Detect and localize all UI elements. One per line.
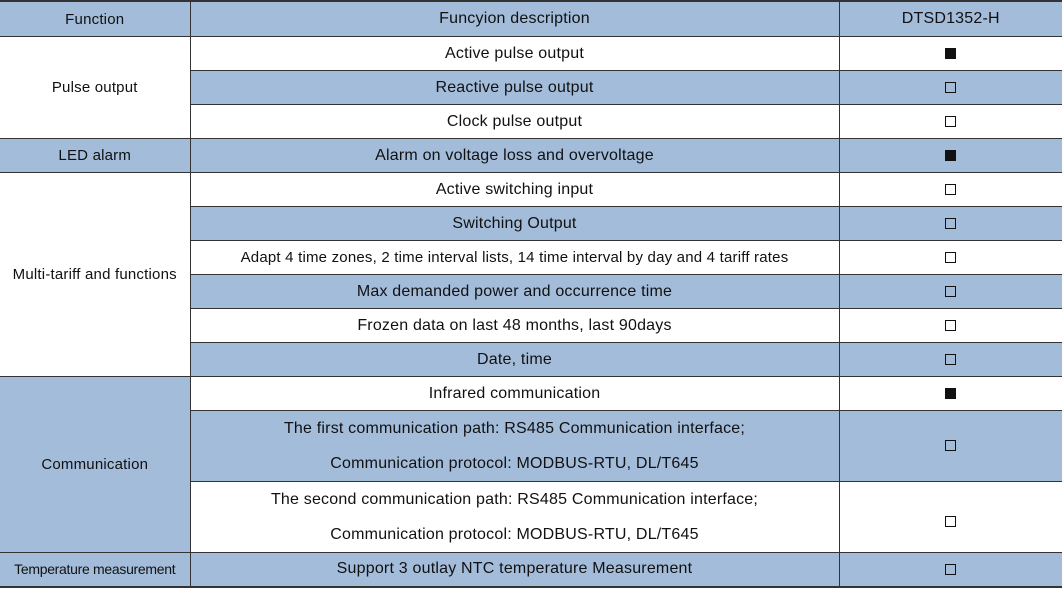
checkbox-empty-icon (945, 183, 957, 195)
checkbox-empty-icon (945, 285, 957, 297)
support-cell (838, 240, 1062, 275)
group-led-alarm: LED alarm (0, 138, 191, 173)
support-cell (838, 104, 1062, 139)
table-row: Clock pulse output (0, 104, 1062, 139)
checkbox-filled-icon (945, 47, 957, 59)
row-description-line: Communication protocol: MODBUS-RTU, DL/T… (330, 526, 699, 543)
row-description: Active switching input (190, 172, 839, 207)
table-row: The second communication path: RS485 Com… (0, 481, 1062, 553)
table-header-row: Function Funcyion description DTSD1352-H (0, 0, 1062, 37)
checkbox-filled-icon (945, 149, 957, 161)
header-model: DTSD1352-H (838, 0, 1062, 37)
table-row: Communication Infrared communication (0, 376, 1062, 553)
table-row: Frozen data on last 48 months, last 90da… (0, 308, 1062, 343)
row-description: The first communication path: RS485 Comm… (190, 410, 839, 482)
row-description: Adapt 4 time zones, 2 time interval list… (190, 240, 839, 275)
table-row: Max demanded power and occurrence time (0, 274, 1062, 309)
group-pulse-output: Pulse output (0, 36, 191, 139)
row-description: Frozen data on last 48 months, last 90da… (190, 308, 839, 343)
table-row: Reactive pulse output (0, 70, 1062, 105)
support-cell (838, 172, 1062, 207)
row-description-line: The second communication path: RS485 Com… (270, 491, 759, 508)
support-cell (838, 552, 1062, 588)
support-cell (838, 138, 1062, 173)
row-description: Switching Output (190, 206, 839, 241)
support-cell (838, 342, 1062, 377)
table-row: Date, time (0, 342, 1062, 377)
checkbox-empty-icon (945, 251, 957, 263)
checkbox-empty-icon (945, 115, 957, 127)
row-description: Reactive pulse output (190, 70, 839, 105)
row-description: Max demanded power and occurrence time (190, 274, 839, 309)
support-cell (838, 36, 1062, 71)
checkbox-empty-icon (945, 81, 957, 93)
header-description: Funcyion description (190, 0, 839, 37)
support-cell (838, 308, 1062, 343)
support-cell (838, 206, 1062, 241)
support-cell (838, 481, 1062, 553)
checkbox-empty-icon (945, 440, 957, 452)
checkbox-empty-icon (945, 217, 957, 229)
row-description: The second communication path: RS485 Com… (190, 481, 839, 553)
row-description: Date, time (190, 342, 839, 377)
table-row: Multi-tariff and functions Active switch… (0, 172, 1062, 377)
support-cell (838, 410, 1062, 482)
table-row: Pulse output Active pulse output (0, 36, 1062, 139)
checkbox-empty-icon (945, 516, 957, 528)
table-row: LED alarm Alarm on voltage loss and over… (0, 138, 1062, 173)
table-row: Temperature measurement Support 3 outlay… (0, 552, 1062, 588)
row-description-line: The first communication path: RS485 Comm… (283, 420, 746, 437)
table-row: Switching Output (0, 206, 1062, 241)
table-row: The first communication path: RS485 Comm… (0, 410, 1062, 482)
header-function: Function (0, 0, 191, 37)
row-description-line: Communication protocol: MODBUS-RTU, DL/T… (330, 455, 699, 472)
checkbox-filled-icon (945, 387, 957, 399)
support-cell (838, 274, 1062, 309)
support-cell (838, 70, 1062, 105)
table-row: Adapt 4 time zones, 2 time interval list… (0, 240, 1062, 275)
checkbox-empty-icon (945, 353, 957, 365)
function-table: Function Funcyion description DTSD1352-H… (0, 0, 1062, 588)
row-description: Alarm on voltage loss and overvoltage (190, 138, 839, 173)
group-temperature: Temperature measurement (0, 552, 191, 588)
row-description: Support 3 outlay NTC temperature Measure… (190, 552, 839, 588)
group-communication: Communication (0, 376, 191, 553)
row-description: Active pulse output (190, 36, 839, 71)
checkbox-empty-icon (945, 319, 957, 331)
row-description: Infrared communication (190, 376, 839, 411)
checkbox-empty-icon (945, 563, 957, 575)
row-description: Clock pulse output (190, 104, 839, 139)
support-cell (838, 376, 1062, 411)
group-multi-tariff: Multi-tariff and functions (0, 172, 191, 377)
